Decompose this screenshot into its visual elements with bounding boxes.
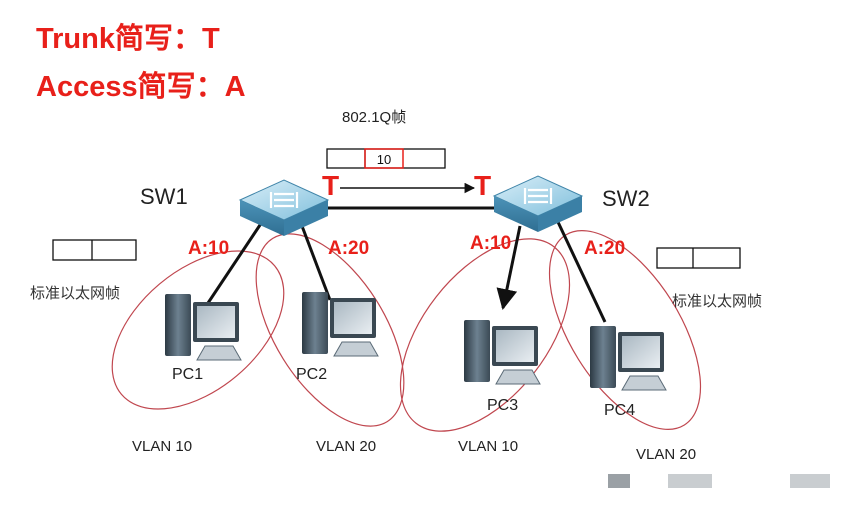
- pc1-desktop-computer-icon: [165, 294, 242, 361]
- port-label-sw1-pc2: A:20: [328, 238, 370, 259]
- pc1-label: PC1: [172, 366, 204, 383]
- dot1q-vlan-tag: 10: [377, 152, 391, 167]
- trunk-mark-left: T: [322, 170, 340, 201]
- pc4-label: PC4: [604, 402, 636, 419]
- pc2-label: PC2: [296, 366, 328, 383]
- sw1-label: SW1: [140, 184, 188, 209]
- std-frame-box-left: [52, 239, 137, 261]
- sw2-label: SW2: [602, 186, 650, 211]
- port-label-sw2-pc3: A:10: [470, 233, 512, 254]
- pc2-desktop-computer-icon: [302, 292, 379, 357]
- link-sw2-pc4: [556, 221, 607, 323]
- vlan-label-left-10: VLAN 10: [132, 438, 193, 455]
- sw1-network-switch-icon: [238, 179, 330, 236]
- pc4-desktop-computer-icon: [590, 326, 667, 391]
- link-sw1-pc2: [300, 225, 332, 301]
- dot1q-frame-box: [326, 148, 446, 169]
- std-frame-caption-left: 标准以太网帧: [30, 285, 121, 302]
- watermark-block: [608, 474, 630, 488]
- watermark-block: [668, 474, 712, 488]
- trunk-mark-right: T: [474, 170, 492, 201]
- port-label-sw2-pc4: A:20: [584, 238, 626, 259]
- legend-access: Access简写：A: [36, 71, 246, 103]
- std-frame-caption-right: 标准以太网帧: [672, 293, 763, 310]
- link-sw2-pc3: [496, 225, 522, 311]
- legend-trunk: Trunk简写：T: [36, 23, 220, 55]
- vlan-label-right-20: VLAN 20: [636, 446, 697, 463]
- vlan-label-left-20: VLAN 20: [316, 438, 377, 455]
- pc3-desktop-computer-icon: [464, 320, 541, 385]
- vlan-label-right-10: VLAN 10: [458, 438, 519, 455]
- pc3-label: PC3: [487, 397, 519, 414]
- link-sw1-pc1: [198, 221, 264, 316]
- vlan20-left-ellipse: [255, 233, 405, 427]
- dot1q-frame-caption: 802.1Q帧: [342, 109, 407, 126]
- port-label-sw1-pc1: A:10: [188, 238, 230, 259]
- watermark-block: [790, 474, 830, 488]
- sw2-network-switch-icon: [492, 175, 584, 232]
- vlan10-left-ellipse: [111, 250, 285, 410]
- std-frame-box-right: [656, 247, 741, 269]
